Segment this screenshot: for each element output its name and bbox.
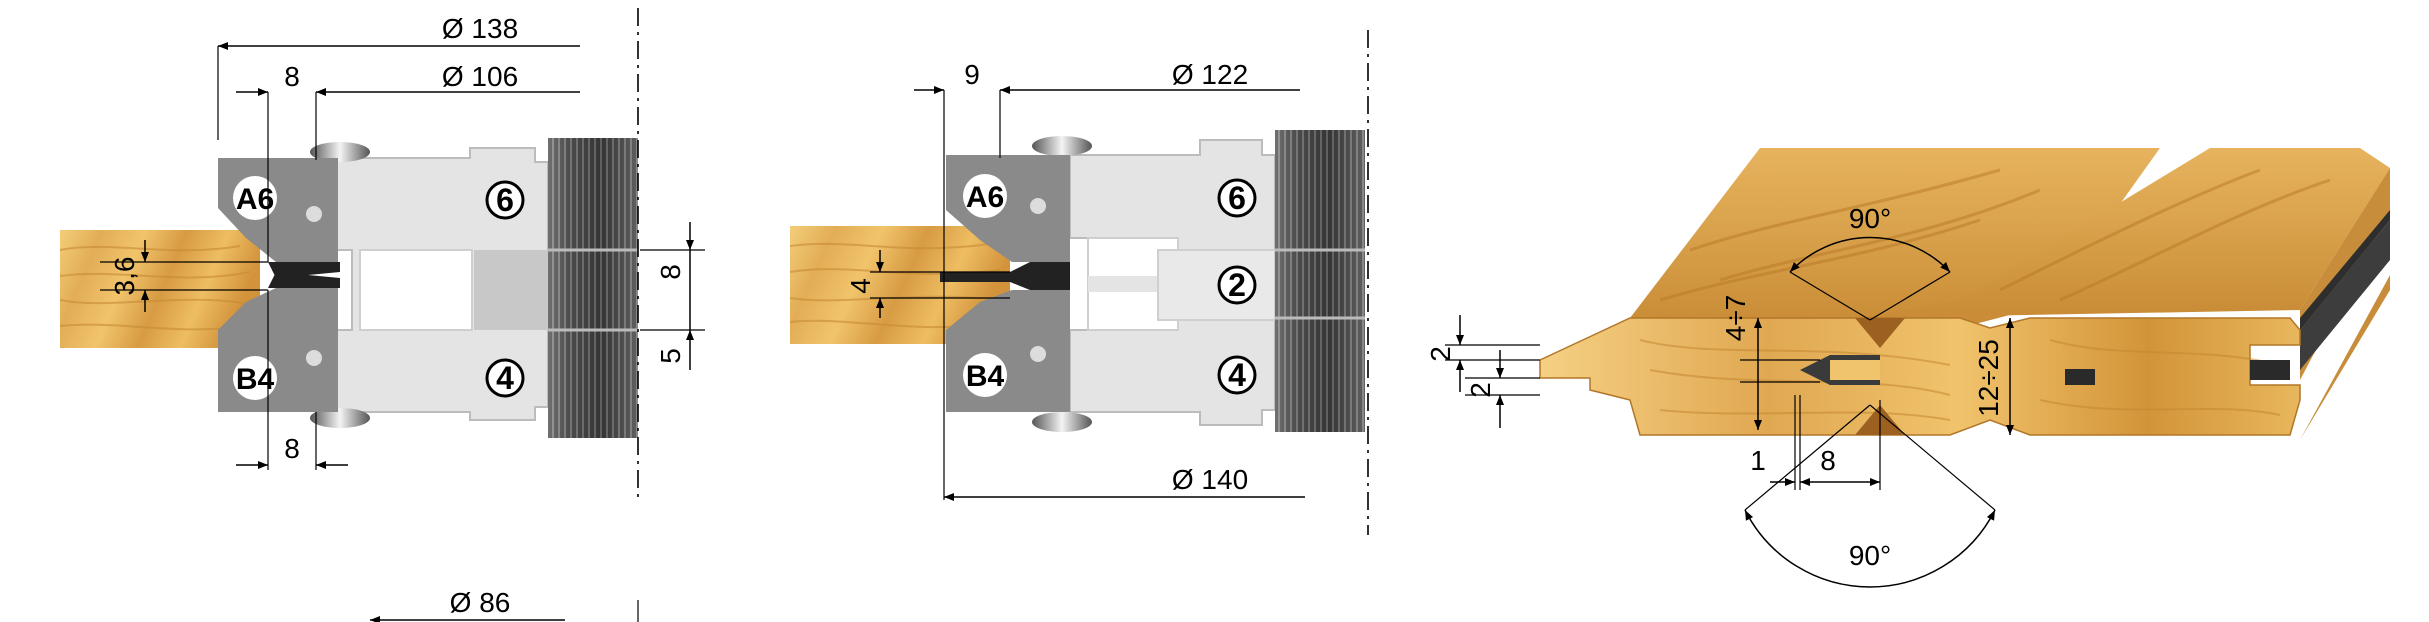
left-ring-4-label: 4 bbox=[496, 360, 514, 396]
left-ring-6 bbox=[485, 180, 525, 220]
left-dim-right-lower: 5 bbox=[655, 348, 686, 364]
board-dim-groove-depth: 4÷7 bbox=[1720, 295, 1751, 342]
middle-dim-width: 9 bbox=[964, 59, 980, 90]
middle-dim-inner: Ø 122 bbox=[1172, 59, 1248, 90]
board-dim-top-angle: 90° bbox=[1849, 203, 1891, 234]
middle-ring-4 bbox=[1217, 355, 1257, 395]
middle-ring-6 bbox=[1217, 178, 1257, 218]
board-side-face bbox=[2300, 168, 2390, 440]
middle-tool: A6 B4 6 2 4 9 Ø 122 4 Ø 140 bbox=[789, 30, 1369, 535]
left-dim-groove: 3,6 bbox=[109, 257, 140, 296]
middle-ring-2 bbox=[1217, 265, 1257, 305]
left-dim-top-width: 8 bbox=[284, 61, 300, 92]
left-dim-outer: Ø 138 bbox=[442, 13, 518, 44]
middle-badge-b4 bbox=[963, 353, 1007, 397]
middle-badge-b4-label: B4 bbox=[966, 360, 1005, 393]
left-ring-6-label: 6 bbox=[496, 182, 514, 218]
left-dim-right-upper: 8 bbox=[655, 264, 686, 280]
left-dim-inner: Ø 106 bbox=[442, 61, 518, 92]
left-badge-b4-label: B4 bbox=[236, 363, 275, 396]
left-bolt-top bbox=[310, 142, 370, 162]
left-dim-bottom-width: 8 bbox=[284, 433, 300, 464]
middle-ring-2-label: 2 bbox=[1228, 267, 1246, 303]
middle-badge-a6 bbox=[963, 174, 1007, 218]
middle-bolt-bottom bbox=[1032, 412, 1092, 432]
board-top-right bbox=[1860, 148, 2390, 318]
middle-dim-groove: 4 bbox=[845, 278, 876, 294]
left-tool: A6 B4 6 4 Ø 138 8 Ø 106 3,6 8 bbox=[59, 8, 705, 622]
left-bolt-bottom bbox=[310, 408, 370, 428]
board-dim-gap: 1 bbox=[1750, 445, 1766, 476]
left-dim-hub: Ø 86 bbox=[450, 587, 511, 618]
left-badge-a6 bbox=[233, 176, 277, 220]
middle-dim-outer: Ø 140 bbox=[1172, 464, 1248, 495]
left-ring-4 bbox=[485, 358, 525, 398]
board-end-grain bbox=[1539, 317, 2301, 436]
middle-ring-6-label: 6 bbox=[1228, 180, 1246, 216]
board-profile: 90° 90° 4÷7 12÷25 2 2 1 8 bbox=[1425, 148, 2390, 588]
middle-badge-a6-label: A6 bbox=[966, 181, 1004, 214]
board-dim-tongue-length: 8 bbox=[1820, 445, 1836, 476]
board-dim-bottom-angle: 90° bbox=[1849, 540, 1891, 571]
board-dim-tongue-lower: 2 bbox=[1465, 382, 1496, 398]
left-badge-b4 bbox=[233, 356, 277, 400]
middle-ring-4-label: 4 bbox=[1228, 357, 1246, 393]
middle-bolt-top bbox=[1032, 136, 1092, 156]
board-dim-thickness: 12÷25 bbox=[1973, 339, 2004, 417]
board-dim-tongue-upper: 2 bbox=[1425, 346, 1456, 362]
